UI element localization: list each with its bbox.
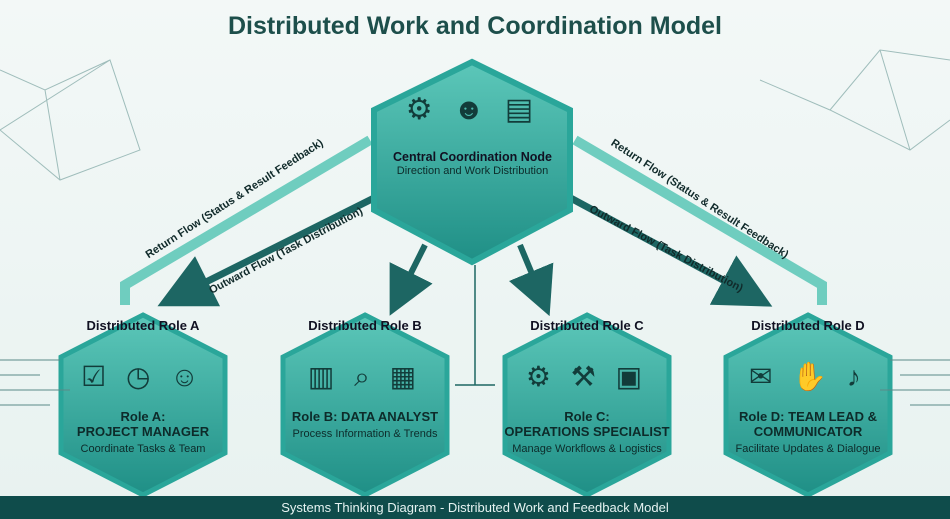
outward-arrow-role-b — [389, 243, 433, 316]
return-flow-arrow-left — [120, 135, 373, 305]
page-title: Distributed Work and Coordination Model — [228, 12, 722, 40]
role-d-hexagon — [723, 312, 893, 498]
role-label: Role A: — [120, 409, 166, 424]
role-description: Process Information & Trends — [292, 428, 438, 440]
role-header: Distributed Role A — [86, 318, 200, 333]
outward-arrow-role-c — [508, 243, 554, 317]
center-name: Central Coordination Node — [392, 150, 553, 164]
role-b-hexagon — [280, 312, 450, 498]
central-node-hexagon — [371, 58, 573, 266]
role-d-icons: ✉ ✋ ♪ — [749, 361, 867, 392]
side-bars — [0, 359, 950, 406]
role-label: Role D: TEAM LEAD & — [739, 409, 877, 424]
role-label: Role C: — [564, 409, 610, 424]
role-header: Distributed Role B — [308, 318, 422, 333]
role-a-icons: ☑ ◷ ☺ — [81, 361, 205, 392]
role-title: OPERATIONS SPECIALIST — [504, 424, 670, 439]
center-connector — [455, 265, 495, 386]
role-a-hexagon — [58, 312, 228, 498]
role-header: Distributed Role D — [751, 318, 865, 333]
role-header: Distributed Role C — [530, 318, 644, 333]
return-flow-arrow-right — [572, 135, 827, 305]
role-b-node: Distributed Role B ▥ ⌕ ▦ Role B: DATA AN… — [270, 318, 460, 440]
outward-flow-arrow-right — [563, 191, 773, 307]
central-coordination-node: ⚙ ☻ ▤ Central Coordination Node Directio… — [380, 93, 565, 178]
role-description: Facilitate Updates & Dialogue — [735, 443, 881, 455]
manager-dashboard-icon: ⚙ ☻ ▤ — [405, 93, 540, 126]
role-d-node: Distributed Role D ✉ ✋ ♪ Role D: TEAM LE… — [713, 318, 903, 455]
network-lines-left — [0, 59, 141, 181]
outward-flow-arrow-left — [157, 191, 382, 307]
role-title: PROJECT MANAGER — [76, 424, 210, 439]
role-b-icons: ▥ ⌕ ▦ — [307, 361, 423, 392]
role-title: COMMUNICATOR — [753, 424, 863, 439]
network-lines-right — [759, 49, 950, 151]
role-label: Role B: DATA ANALYST — [291, 409, 439, 424]
role-c-icons: ⚙ ⚒ ▣ — [525, 361, 649, 392]
role-c-node: Distributed Role C ⚙ ⚒ ▣ Role C: OPERATI… — [492, 318, 682, 455]
role-a-node: Distributed Role A ☑ ◷ ☺ Role A: PROJECT… — [48, 318, 238, 455]
role-c-hexagon — [502, 312, 672, 498]
footer-caption: Systems Thinking Diagram - Distributed W… — [0, 496, 950, 519]
center-subtitle: Direction and Work Distribution — [396, 165, 549, 177]
role-description: Coordinate Tasks & Team — [80, 443, 206, 455]
role-description: Manage Workflows & Logistics — [512, 443, 662, 455]
